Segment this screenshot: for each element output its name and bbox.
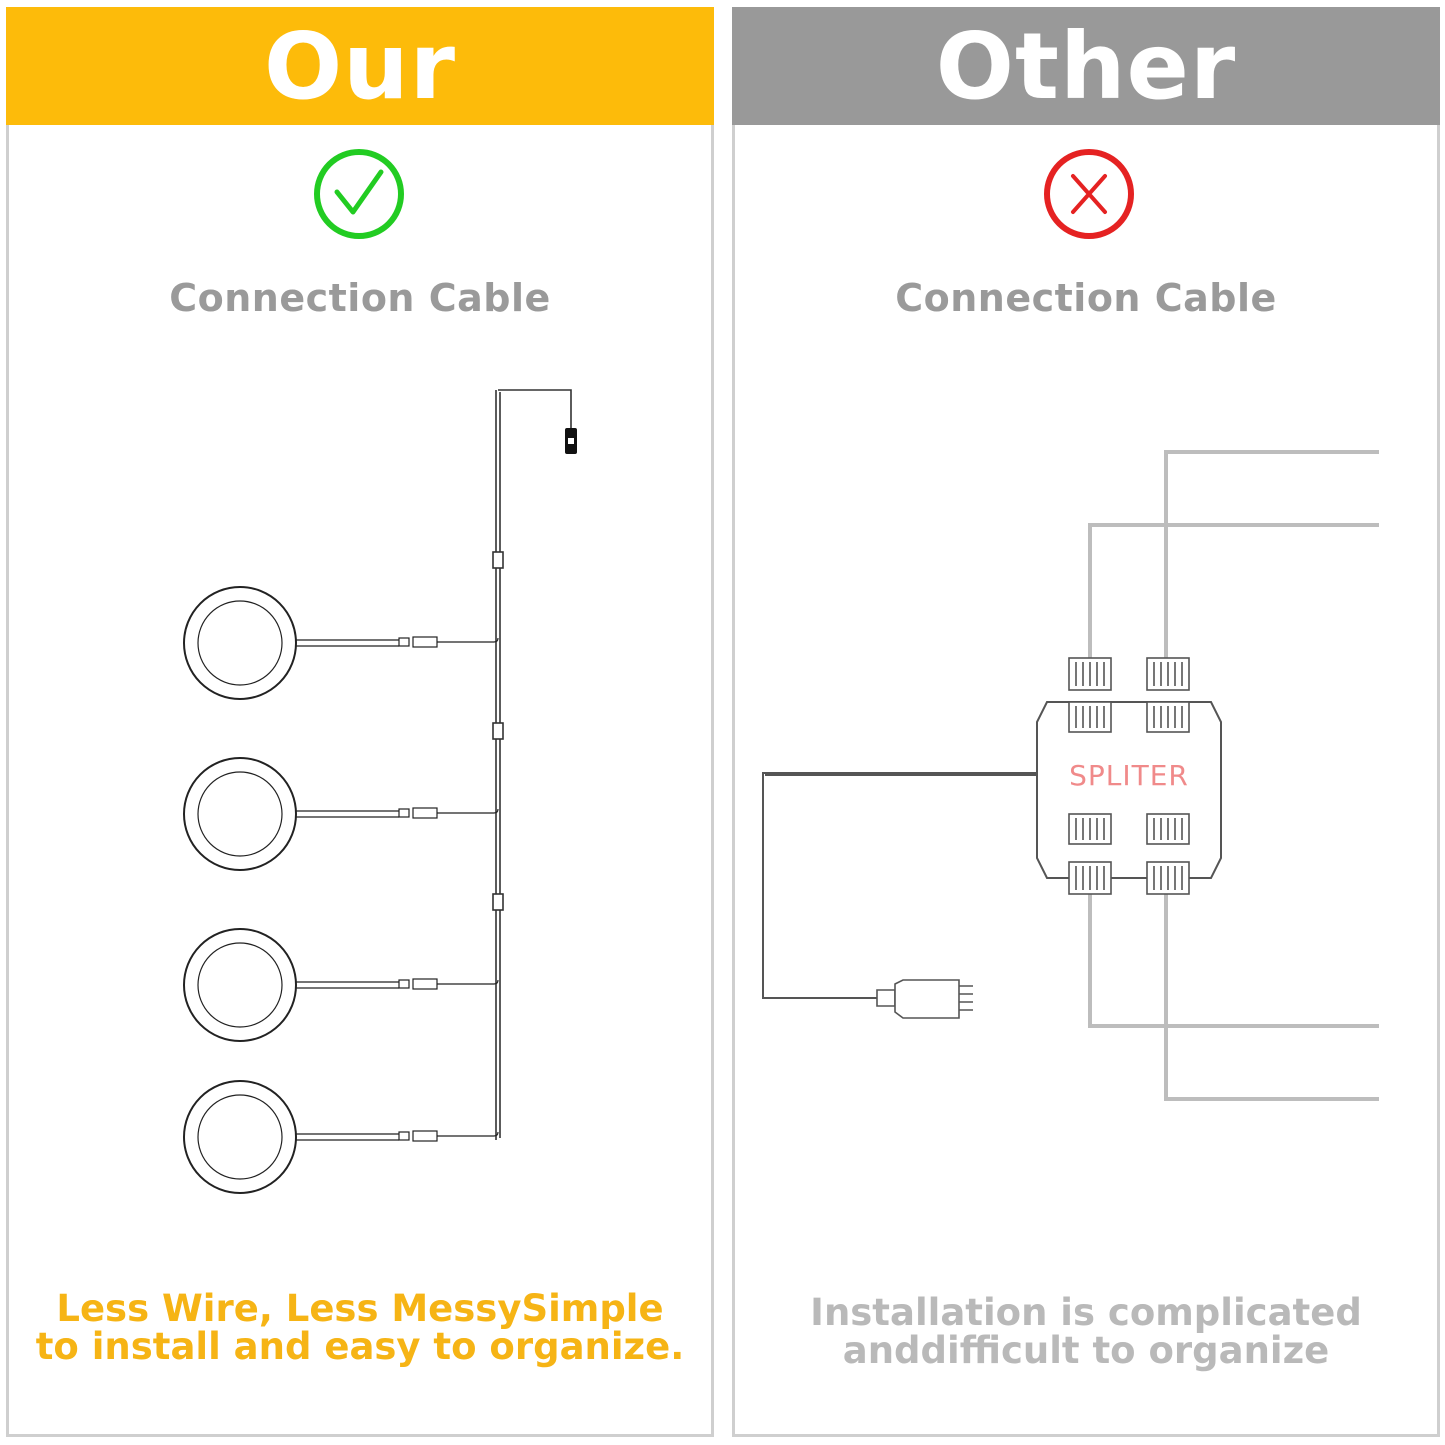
puck-light-2 [183,757,499,871]
other-caption: Connection Cable [895,276,1277,320]
splitter-diagram: SPLITER [762,450,1379,1101]
other-header: Other [732,7,1440,125]
puck-light-1 [183,586,499,700]
other-footer: Installation is complicated anddifficult… [735,1294,1437,1370]
input-plug-icon [876,979,973,1019]
power-plug-icon [565,428,577,454]
our-footer-line1: Less Wire, Less MessySimple [56,1287,664,1330]
port-bottom-left [1068,813,1112,895]
puck-light-3 [183,928,499,1042]
check-circle-icon [314,149,404,239]
trunk-top-wire [498,389,572,428]
splitter-box: SPLITER [1036,701,1222,879]
splitter-label: SPLITER [1069,759,1189,792]
port-bottom-right [1146,813,1190,895]
port-top-right [1146,657,1190,733]
our-header: Our [6,7,714,125]
daisy-chain-diagram [183,389,577,1194]
our-panel: Our Connection Cable [6,7,714,1437]
port-top-left [1068,657,1112,733]
our-caption: Connection Cable [169,276,551,320]
cross-circle-icon [1044,149,1134,239]
our-footer-line2: to install and easy to organize. [35,1325,685,1368]
other-panel: Other Connection Cable SPLITER [732,7,1440,1437]
puck-light-4 [183,1080,499,1194]
other-footer-line2: anddifficult to organize [842,1329,1330,1372]
other-footer-line1: Installation is complicated [810,1291,1362,1334]
our-footer: Less Wire, Less MessySimple to install a… [9,1290,711,1366]
